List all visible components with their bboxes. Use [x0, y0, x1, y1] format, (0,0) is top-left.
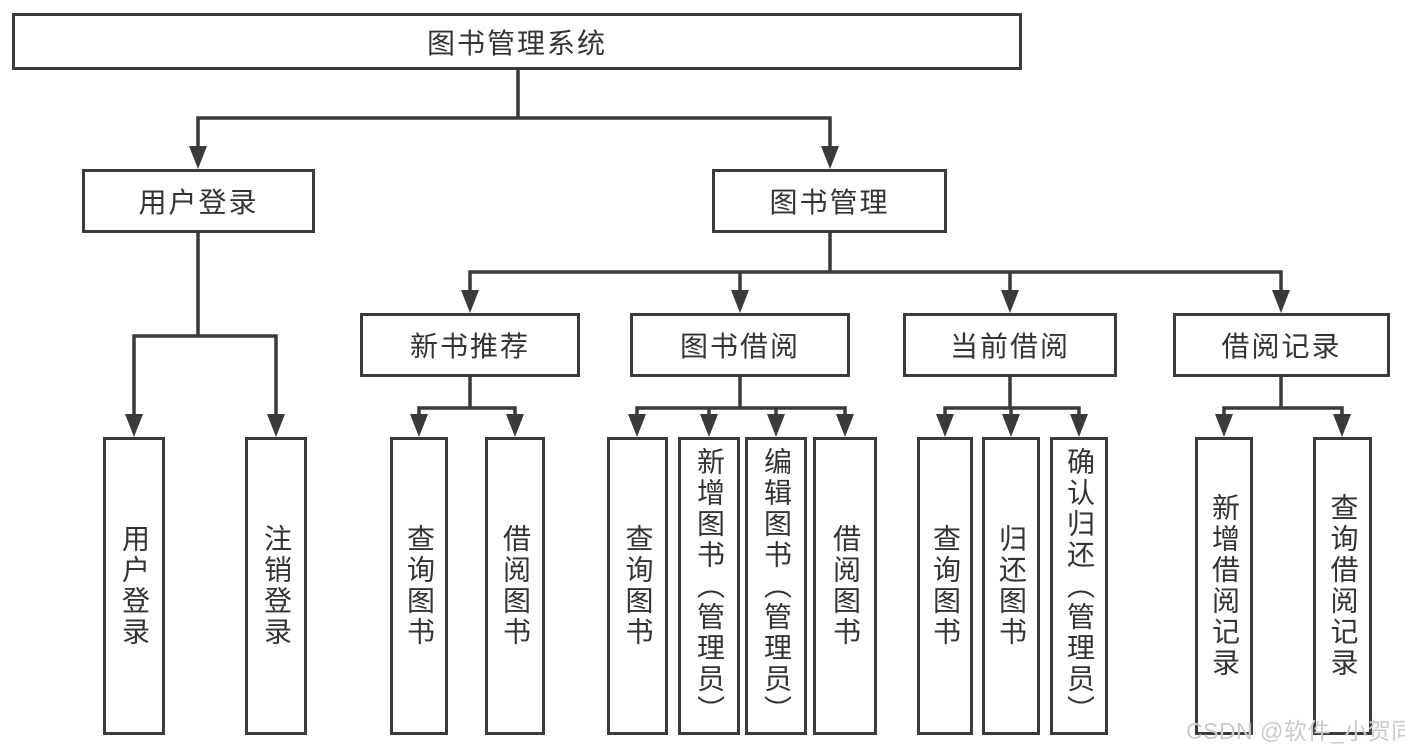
- node-new-book-recommendation: 新书推荐: [360, 313, 580, 377]
- leaf-user-login: 用户登录: [103, 437, 165, 735]
- leaf-query-books-borrowing: 查询图书: [607, 437, 668, 735]
- node-book-borrowing: 图书借阅: [630, 313, 850, 377]
- leaf-query-borrowing-record: 查询借阅记录: [1313, 437, 1372, 735]
- node-library-management-system: 图书管理系统: [12, 13, 1022, 70]
- leaf-query-books-current: 查询图书: [917, 437, 973, 735]
- leaf-edit-book-admin: 编辑图书（管理员）: [745, 437, 807, 735]
- leaf-borrow-books-recommend: 借阅图书: [485, 437, 545, 735]
- leaf-query-books-recommend: 查询图书: [390, 437, 448, 735]
- node-user-login: 用户登录: [82, 169, 315, 233]
- leaf-add-book-admin: 新增图书（管理员）: [678, 437, 740, 735]
- node-book-management: 图书管理: [712, 169, 947, 233]
- leaf-borrow-books-borrowing: 借阅图书: [813, 437, 877, 735]
- arrowheads: [125, 146, 1351, 437]
- leaf-logout: 注销登录: [245, 437, 307, 735]
- leaf-add-borrowing-record: 新增借阅记录: [1195, 437, 1253, 735]
- node-borrowing-records: 借阅记录: [1173, 313, 1390, 377]
- tree-edges: [132, 68, 1344, 420]
- node-current-borrowing: 当前借阅: [903, 313, 1117, 377]
- leaf-confirm-return-admin: 确认归还（管理员）: [1050, 437, 1108, 735]
- leaf-return-books: 归还图书: [982, 437, 1040, 735]
- csdn-watermark: CSDN @软件_小贺同学: [1186, 718, 1405, 744]
